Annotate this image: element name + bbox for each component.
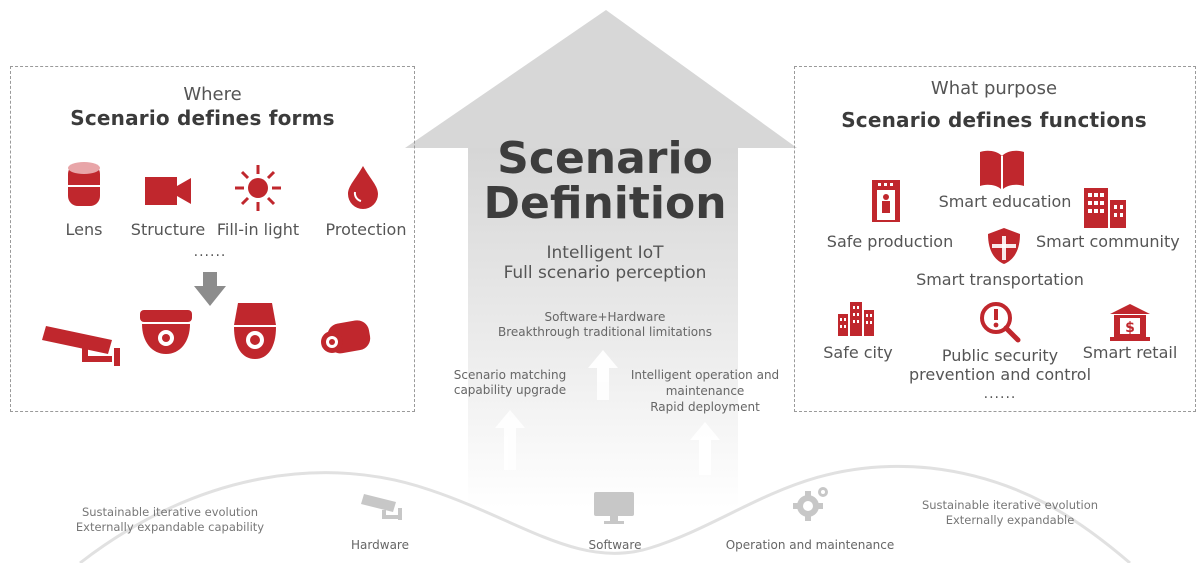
form-label-protection: Protection: [325, 220, 407, 239]
left-kicker: Where: [183, 84, 242, 105]
right-kicker: What purpose: [930, 78, 1058, 99]
shield-icon: [988, 228, 1020, 264]
bottom-label-operation: Operation and maintenance: [725, 538, 895, 552]
left-headline: Scenario defines forms: [70, 106, 335, 130]
small-arrow-left: [495, 410, 525, 470]
function-safe-production: Safe production: [826, 232, 954, 251]
bottom-right-note-line1: Sustainable iterative evolution: [921, 498, 1099, 512]
form-label-fill-in-light: Fill-in light: [216, 220, 300, 239]
bottom-left-note-line1: Sustainable iterative evolution: [81, 505, 259, 519]
center-subtitle-line1: Intelligent IoT: [546, 243, 664, 263]
sun-fill-light-icon: [235, 165, 281, 211]
point-right-line2: maintenance: [665, 384, 745, 398]
function-safe-city: Safe city: [823, 343, 893, 362]
small-arrow-top: [588, 350, 618, 400]
function-smart-transportation: Smart transportation: [916, 270, 1084, 289]
point-top-line2: Breakthrough traditional limitations: [498, 325, 712, 339]
function-public-security-line1: Public security: [941, 346, 1059, 365]
book-icon: [980, 150, 1024, 190]
monitor-icon: [594, 492, 634, 524]
center-subtitle-line2: Full scenario perception: [503, 263, 707, 283]
bank-icon: $: [1110, 304, 1150, 341]
small-arrow-right: [690, 422, 720, 475]
function-smart-retail: Smart retail: [1082, 343, 1178, 362]
search-alert-icon: [980, 302, 1021, 343]
camera-structure-icon: [145, 177, 191, 205]
drop-protection-icon: [348, 166, 378, 209]
svg-text:$: $: [1125, 320, 1135, 336]
point-right-line3: Rapid deployment: [650, 400, 760, 414]
function-smart-community: Smart community: [1036, 232, 1180, 251]
point-top-line1: Software+Hardware: [544, 310, 666, 324]
bottom-left-note-line2: Externally expandable capability: [75, 520, 265, 534]
left-panel: [10, 66, 415, 412]
point-right-line1: Intelligent operation and: [630, 368, 780, 382]
form-label-structure: Structure: [130, 220, 206, 239]
bottom-label-hardware: Hardware: [351, 538, 409, 552]
lens-icon: [68, 162, 100, 206]
bottom-label-software: Software: [588, 538, 642, 552]
down-arrow-icon: [194, 272, 226, 306]
elevator-icon: [872, 180, 900, 222]
function-smart-education: Smart education: [938, 192, 1072, 211]
buildings-icon: [1084, 188, 1126, 228]
ptz-camera-icon: [234, 303, 276, 359]
bullet-camera-icon: [42, 326, 120, 366]
right-headline: Scenario defines functions: [841, 108, 1147, 132]
left-ellipsis: ......: [193, 244, 227, 260]
cctv-icon: [361, 494, 402, 520]
dome-camera-icon: [140, 310, 192, 354]
point-left-line2: capability upgrade: [453, 383, 567, 397]
right-panel: [794, 66, 1196, 412]
box-camera-icon: [321, 320, 371, 354]
right-ellipsis: ......: [983, 386, 1017, 402]
bottom-right-note-line2: Externally expandable: [945, 513, 1075, 527]
function-public-security-line2: prevention and control: [908, 365, 1092, 384]
point-left-line1: Scenario matching: [453, 368, 567, 382]
arrow-head: [405, 10, 797, 148]
bottom-wave: [79, 464, 1131, 563]
center-title-line2: Definition: [483, 178, 727, 229]
city-icon: [838, 302, 874, 336]
form-label-lens: Lens: [65, 220, 103, 239]
center-title-line1: Scenario: [497, 133, 713, 184]
gear-icon: [793, 487, 828, 521]
